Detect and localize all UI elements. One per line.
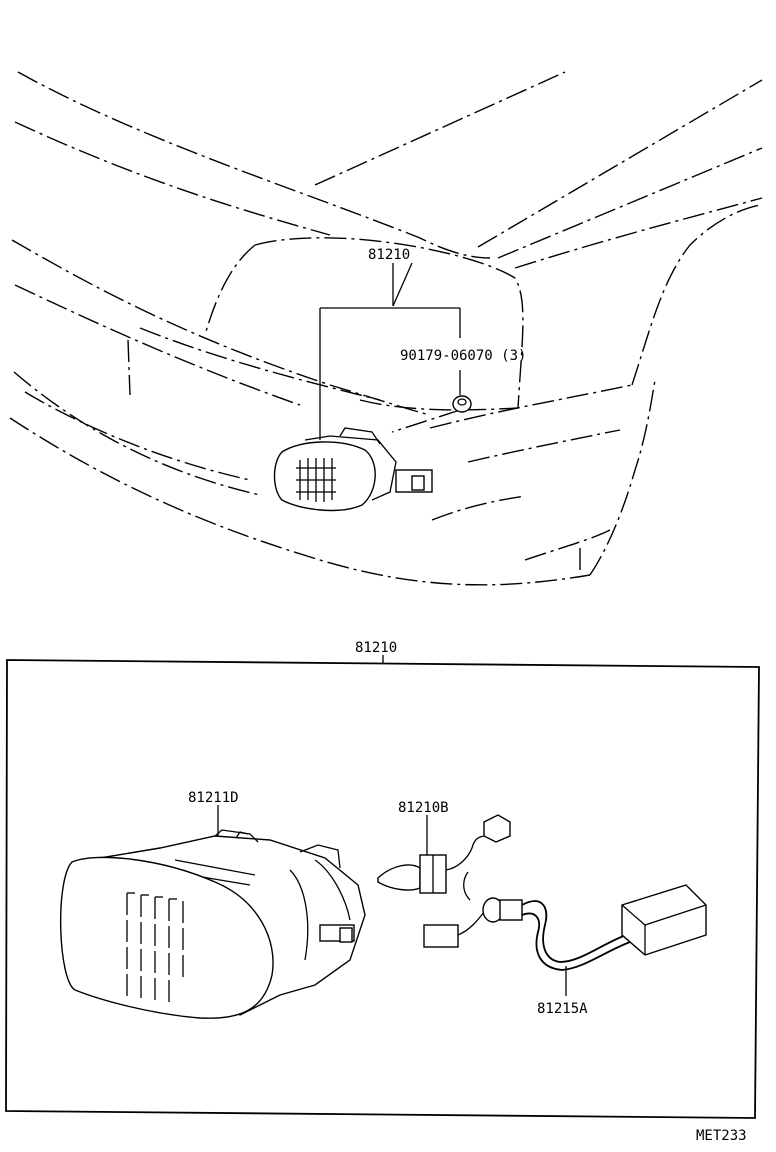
clip-label: 90179-06070 (3) [400, 348, 526, 364]
fog-lamp-small [273, 427, 433, 512]
upper-leader-lines [319, 262, 461, 440]
socket-label: 81215A [537, 1001, 588, 1017]
bulb-part [377, 814, 511, 894]
clip-part [452, 395, 472, 413]
socket-wire-part [423, 871, 707, 971]
fog-lamp-assembly [59, 829, 366, 1019]
lens-label: 81211D [188, 790, 239, 806]
detail-header-label: 81210 [355, 640, 397, 656]
detail-box-frame [5, 659, 760, 1119]
page-code: MET233 [696, 1128, 747, 1144]
assembly-label: 81210 [368, 247, 410, 263]
bulb-label: 81210B [398, 800, 449, 816]
vehicle-body-outline [9, 71, 763, 586]
